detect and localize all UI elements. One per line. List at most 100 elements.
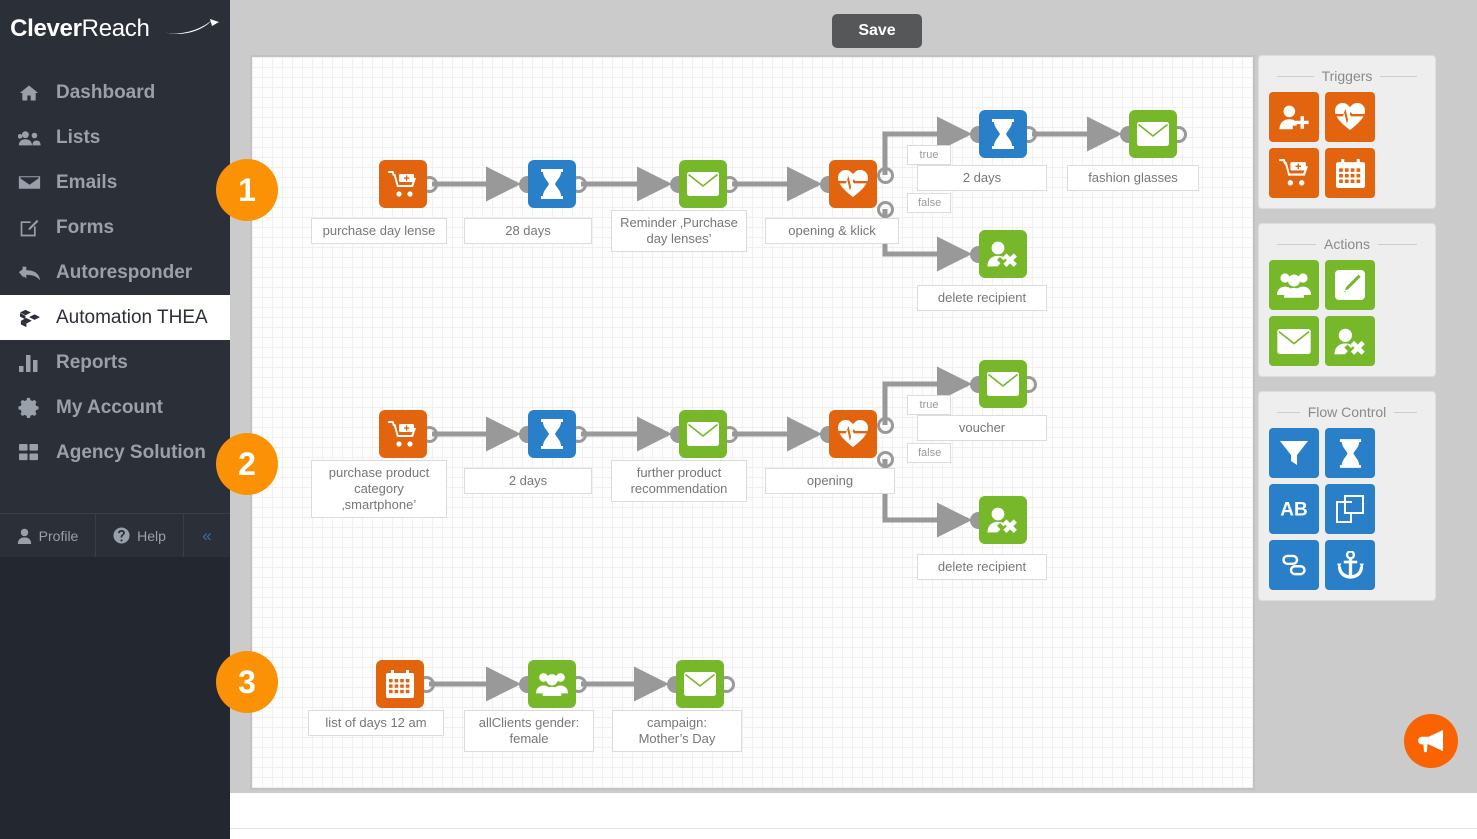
- palette-tile-copy[interactable]: [1325, 484, 1375, 534]
- sidebar-bottom-filler: [0, 557, 230, 839]
- flow-node-28-days[interactable]: [528, 160, 576, 208]
- hourglass-icon: [541, 419, 563, 449]
- flow-node-label[interactable]: delete recipient: [917, 554, 1047, 580]
- flow-node-list-of-days[interactable]: [376, 660, 424, 708]
- profile-button[interactable]: Profile: [0, 513, 96, 558]
- flow-node-opening-and-klick[interactable]: [829, 160, 877, 208]
- flow-node-delete-recipient-2[interactable]: [979, 496, 1027, 544]
- save-button[interactable]: Save: [832, 14, 922, 48]
- flow-node-label[interactable]: 2 days: [917, 165, 1047, 191]
- palette-tile-hourglass[interactable]: [1325, 428, 1375, 478]
- flow-node-purchase-product-category[interactable]: [379, 410, 427, 458]
- sidebar-item-emails[interactable]: Emails: [0, 160, 230, 205]
- sidebar-item-label: Forms: [56, 216, 115, 238]
- workflow-canvas[interactable]: purchase day lense 28 days Reminder ‚Pur…: [250, 55, 1255, 790]
- flow-node-label[interactable]: 2 days: [464, 468, 592, 494]
- svg-text:AB: AB: [1280, 500, 1307, 520]
- envelope-icon: [687, 172, 719, 196]
- palette-tile-pencil-edit[interactable]: [1325, 260, 1375, 310]
- copy-icon: [1336, 495, 1364, 523]
- calendar-icon: [1335, 158, 1365, 188]
- node-output-port-true[interactable]: [877, 167, 894, 184]
- flow-node-fashion-glasses[interactable]: [1129, 110, 1177, 158]
- flow-node-label[interactable]: 28 days: [464, 218, 592, 244]
- palette-tile-filter[interactable]: [1269, 428, 1319, 478]
- sidebar-item-automation-thea[interactable]: Automation THEA: [0, 295, 230, 340]
- palette-tile-anchor[interactable]: [1325, 540, 1375, 590]
- branch-label-false: false: [907, 193, 951, 213]
- palette-group-title: Triggers: [1321, 68, 1373, 84]
- flow-node-2-days-row2[interactable]: [528, 410, 576, 458]
- palette-tile-cart-plus[interactable]: [1269, 148, 1319, 198]
- sidebar-item-label: Reports: [56, 351, 128, 373]
- sidebar-item-lists[interactable]: Lists: [0, 115, 230, 160]
- canvas-inner: purchase day lense 28 days Reminder ‚Pur…: [252, 57, 1253, 788]
- sidebar-item-forms[interactable]: Forms: [0, 205, 230, 250]
- palette-tile-ab-split[interactable]: AB: [1269, 484, 1319, 534]
- flow-node-further-product-recommendation[interactable]: [679, 410, 727, 458]
- palette-tile-link[interactable]: [1269, 540, 1319, 590]
- palette-tile-calendar[interactable]: [1325, 148, 1375, 198]
- sidebar-item-agency-solution[interactable]: Agency Solution: [0, 430, 230, 475]
- flow-node-2-days[interactable]: [979, 110, 1027, 158]
- flow-node-label[interactable]: campaign: Mother’s Day: [612, 710, 742, 752]
- flow-node-label[interactable]: fashion glasses: [1067, 165, 1199, 191]
- palette-tile-envelope[interactable]: [1269, 316, 1319, 366]
- flow-node-label[interactable]: opening: [765, 468, 895, 494]
- pencil-edit-icon: [1335, 270, 1365, 300]
- flow-node-voucher[interactable]: [979, 360, 1027, 408]
- page-footer: [230, 793, 1477, 839]
- flow-node-label[interactable]: voucher: [917, 415, 1047, 441]
- step-badge-3: 3: [216, 651, 278, 713]
- flow-node-opening[interactable]: [829, 410, 877, 458]
- palette-tile-user-remove[interactable]: [1325, 316, 1375, 366]
- footer-divider: [230, 828, 1477, 829]
- divider-line: [1277, 75, 1314, 77]
- cart-plus-icon: [388, 420, 416, 447]
- flow-node-label[interactable]: purchase product category ‚smartphone’: [311, 460, 447, 518]
- palette-tile-group[interactable]: [1269, 260, 1319, 310]
- flow-node-purchase-day-lense[interactable]: [379, 160, 427, 208]
- cart-plus-icon: [1278, 159, 1308, 186]
- gear-icon: [18, 397, 48, 418]
- flow-node-delete-recipient-1[interactable]: [979, 230, 1027, 278]
- question-circle-icon: [113, 527, 130, 544]
- envelope-icon: [1137, 122, 1169, 146]
- flow-node-label[interactable]: Reminder ‚Purchase day lenses’: [611, 210, 747, 252]
- palette-group-title-wrap: Flow Control: [1269, 400, 1425, 424]
- divider-line: [1394, 411, 1417, 413]
- branch-label-true: true: [907, 145, 951, 165]
- node-output-port-false[interactable]: [877, 201, 894, 218]
- announcements-button[interactable]: [1404, 714, 1458, 768]
- envelope-icon: [987, 372, 1019, 396]
- sidebar-item-reports[interactable]: Reports: [0, 340, 230, 385]
- ab-split-icon: AB: [1280, 500, 1307, 520]
- flow-node-label[interactable]: opening & klick: [765, 218, 899, 244]
- divider-line: [1377, 243, 1418, 245]
- palette-tile-user-add[interactable]: [1269, 92, 1319, 142]
- flow-node-campaign-mothers-day[interactable]: [676, 660, 724, 708]
- sidebar-item-autoresponder[interactable]: Autoresponder: [0, 250, 230, 295]
- flow-node-label[interactable]: purchase day lense: [311, 218, 447, 244]
- main-content: Save: [230, 0, 1477, 793]
- step-badge-2: 2: [216, 433, 278, 495]
- help-label: Help: [137, 527, 166, 544]
- flow-node-allclients-gender-female[interactable]: [528, 660, 576, 708]
- palette-tile-heartbeat[interactable]: [1325, 92, 1375, 142]
- envelope-icon: [1277, 328, 1311, 354]
- flow-node-label[interactable]: allClients gender: female: [464, 710, 594, 752]
- sidebar-item-dashboard[interactable]: Dashboard: [0, 70, 230, 115]
- link-icon: [1282, 554, 1306, 576]
- collapse-sidebar-button[interactable]: «: [184, 514, 230, 558]
- flow-node-label[interactable]: delete recipient: [917, 285, 1047, 311]
- flow-node-label[interactable]: further product recommendation: [611, 460, 747, 502]
- sidebar-item-my-account[interactable]: My Account: [0, 385, 230, 430]
- brand-logo[interactable]: CleverReach: [0, 0, 230, 58]
- node-output-port-true[interactable]: [877, 417, 894, 434]
- grid-squares-icon: [18, 443, 48, 462]
- help-button[interactable]: Help: [96, 513, 184, 558]
- flow-node-label[interactable]: list of days 12 am: [308, 710, 444, 736]
- node-output-port-false[interactable]: [877, 451, 894, 468]
- sidebar-item-label: Emails: [56, 171, 118, 193]
- flow-node-reminder-purchase-day-lenses[interactable]: [679, 160, 727, 208]
